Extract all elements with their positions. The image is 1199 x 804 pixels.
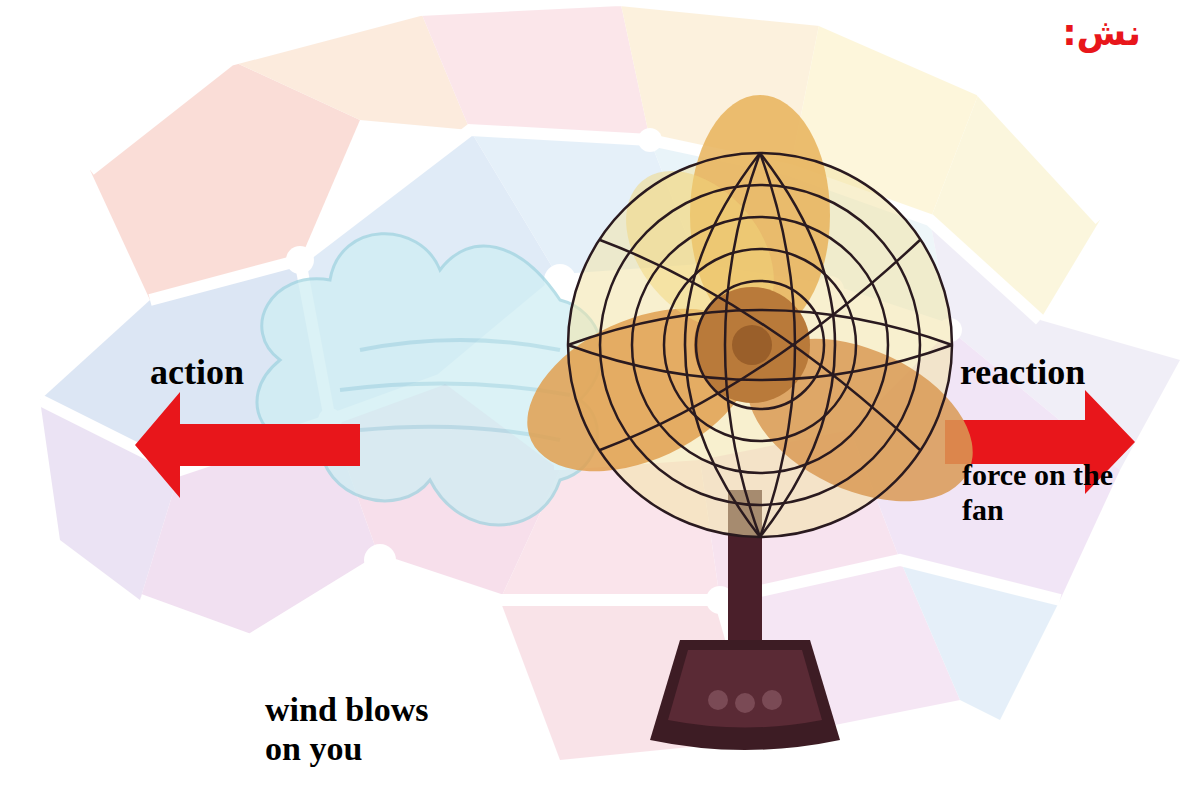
- action-label: action: [150, 352, 244, 393]
- fan-head: [502, 95, 999, 537]
- action-arrow: [135, 392, 360, 498]
- wind-label: wind blows on you: [265, 690, 465, 768]
- brain-watermark: [40, 0, 1180, 760]
- heading-fragment: نش:: [1062, 12, 1141, 53]
- reaction-label: reaction: [960, 352, 1085, 393]
- force-label: force on the fan: [962, 458, 1132, 527]
